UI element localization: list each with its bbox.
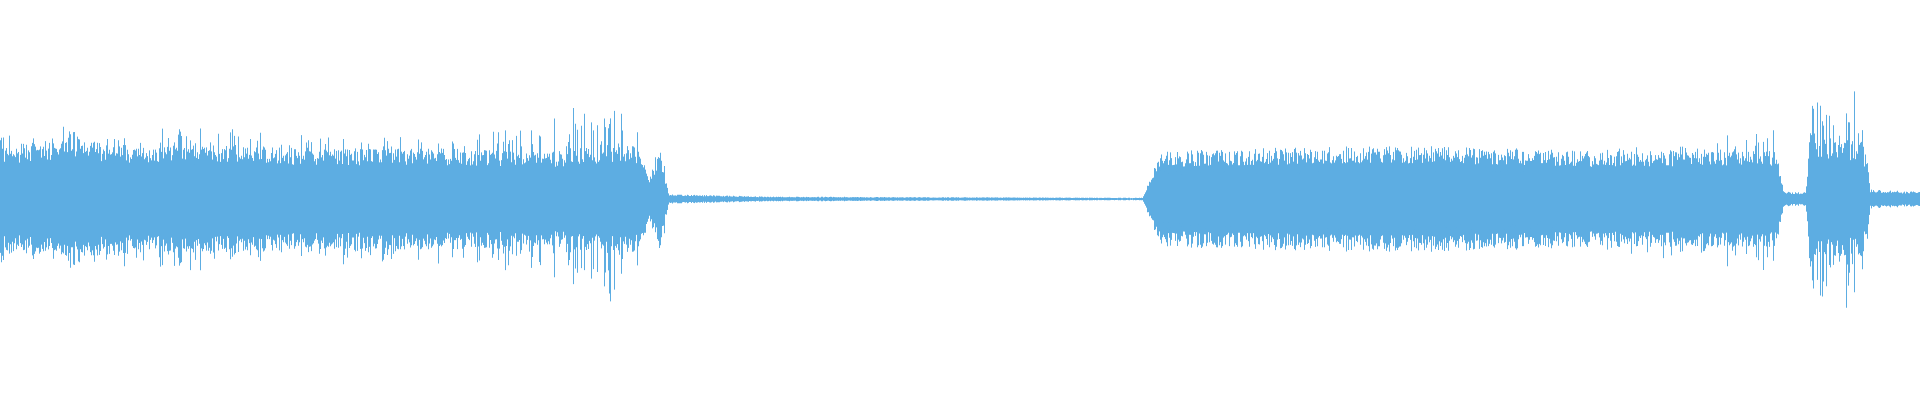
- waveform-samples: [0, 91, 1920, 308]
